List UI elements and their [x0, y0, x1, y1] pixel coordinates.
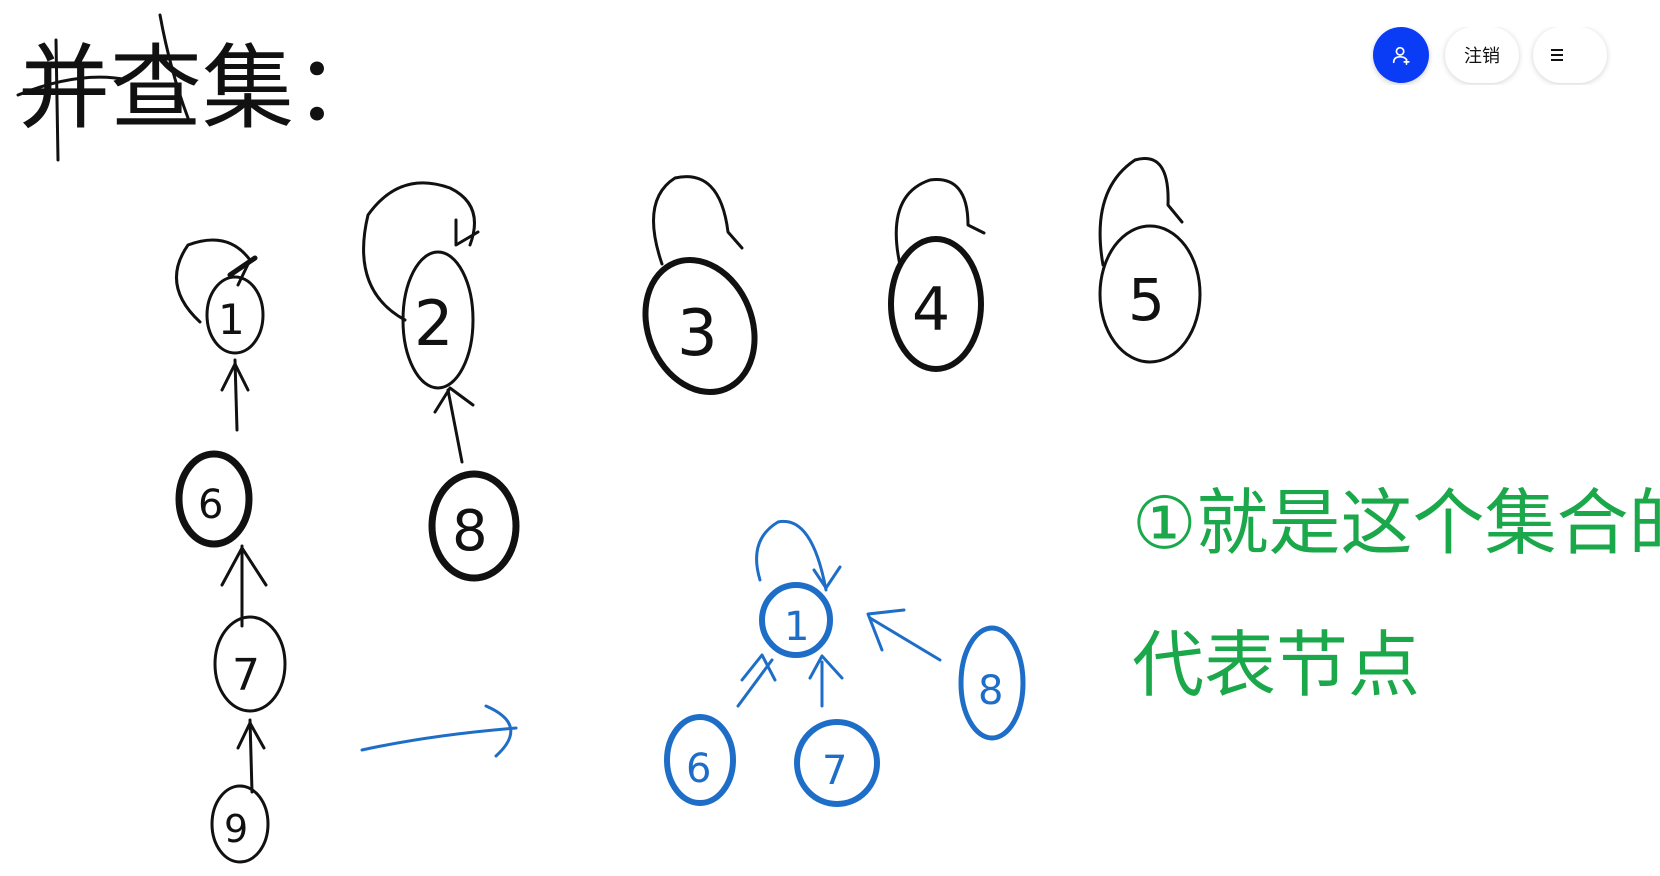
tree-edge-8 [868, 616, 942, 662]
menu-button[interactable] [1533, 27, 1607, 83]
title-stroke [158, 13, 190, 120]
transform-arrow [360, 726, 518, 752]
tree-child-6: 6 [664, 714, 736, 806]
node-7-left: 7 [213, 615, 287, 713]
svg-text:8: 8 [452, 499, 488, 564]
svg-text:1: 1 [218, 295, 245, 344]
title-stroke [54, 38, 60, 162]
menu-icon [1551, 49, 1563, 61]
node-5-top: 5 [1098, 157, 1202, 364]
svg-text:2: 2 [414, 287, 453, 360]
svg-text:8: 8 [978, 668, 1003, 714]
tree-root: 1 [755, 519, 842, 658]
top-right-toolbar: 注销 [1370, 27, 1660, 85]
title-stroke [16, 75, 130, 97]
node-6-left: 6 [175, 450, 253, 548]
node-2-top: 2 [362, 181, 480, 390]
node-9-left: 9 [210, 784, 270, 864]
tree-child-8: 8 [958, 625, 1026, 741]
arrow-9-to-7 [248, 718, 254, 794]
svg-text:3: 3 [677, 297, 718, 371]
logout-button[interactable]: 注销 [1445, 27, 1519, 83]
svg-text:1: 1 [784, 604, 809, 650]
node-3-top: 3 [642, 175, 758, 395]
svg-text:6: 6 [198, 482, 223, 528]
node-1-top: 1 [174, 238, 265, 355]
svg-text:7: 7 [822, 748, 847, 794]
svg-text:4: 4 [912, 275, 950, 345]
node-8-middle: 8 [428, 470, 520, 582]
note-line-1: ①就是这个集合的 [1132, 481, 1660, 565]
invite-user-button[interactable] [1373, 27, 1429, 83]
arrow-6-to-1 [233, 358, 239, 432]
svg-text:9: 9 [224, 807, 248, 851]
svg-text:7: 7 [232, 650, 260, 701]
title-text: 并查集： [18, 35, 386, 142]
node-4-top: 4 [888, 178, 986, 372]
svg-text:6: 6 [686, 746, 711, 792]
user-plus-icon [1392, 46, 1410, 65]
tree-child-7: 7 [794, 719, 880, 807]
svg-text:5: 5 [1128, 266, 1165, 334]
tree-edge-6 [736, 658, 774, 708]
arrow-8-to-2 [446, 388, 464, 464]
note-line-2: 代表节点 [1132, 623, 1420, 707]
